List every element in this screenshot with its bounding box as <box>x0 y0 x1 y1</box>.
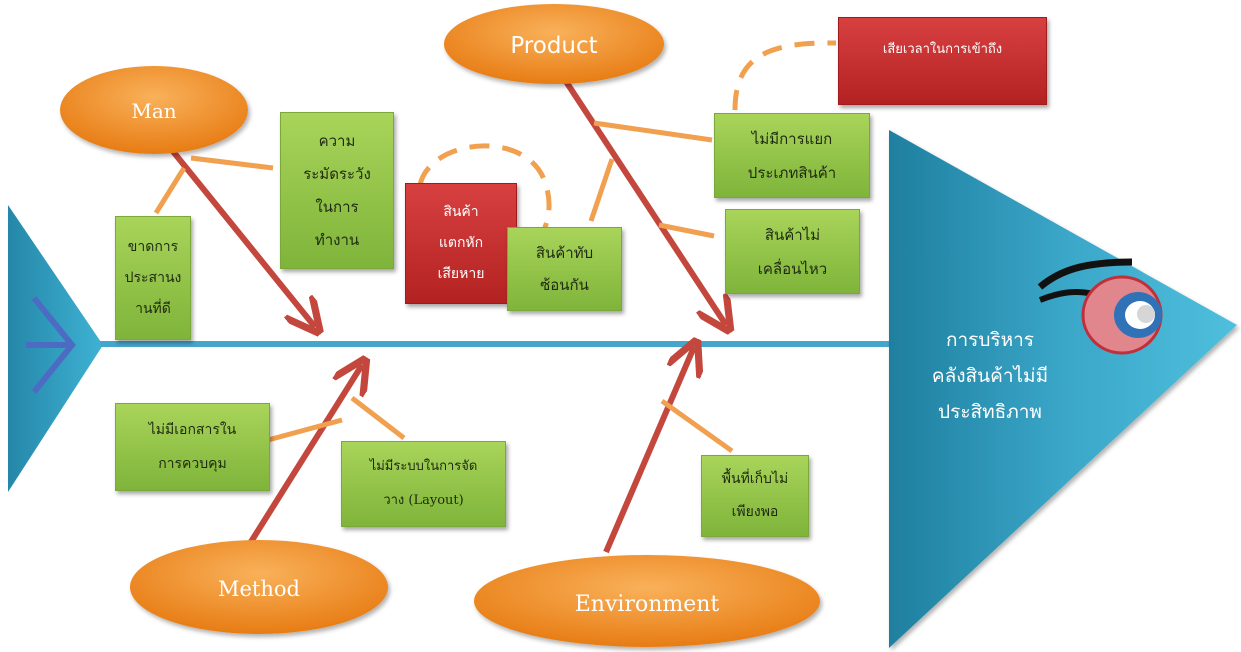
cause-label: ขาดการ ประสานง านที่ดี <box>124 238 182 317</box>
cause-label: ความ ระมัดระวัง ในการ ทำงาน <box>303 131 371 249</box>
cause-label: พื้นที่เก็บไม่ เพียงพอ <box>721 471 789 520</box>
cause-connectors <box>153 120 734 454</box>
cause-label: ไม่มีระบบในการจัด วาง (Layout) <box>369 459 478 508</box>
cause-product-no-sorting: ไม่มีการแยก ประเภทสินค้า <box>714 113 870 198</box>
method-bone-arrow <box>229 365 362 574</box>
cause-method-no-layout: ไม่มีระบบในการจัด วาง (Layout) <box>341 441 506 527</box>
cause-label: สินค้าทับ ซ้อนกัน <box>535 244 594 294</box>
product-ellipse <box>444 4 664 84</box>
cause-label: เสียเวลาในการเข้าถึง <box>882 42 1003 57</box>
cause-man-carelessness: ความ ระมัดระวัง ในการ ทำงาน <box>280 112 394 269</box>
cause-product-time-waste: เสียเวลาในการเข้าถึง <box>838 17 1047 105</box>
cause-man-coordination: ขาดการ ประสานง านที่ดี <box>115 216 191 340</box>
cause-product-stacked: สินค้าทับ ซ้อนกัน <box>507 227 622 311</box>
eye-icon <box>1037 258 1163 355</box>
fish-tail <box>8 205 103 492</box>
environment-ellipse <box>474 555 820 647</box>
cause-environment-space: พื้นที่เก็บไม่ เพียงพอ <box>701 455 809 537</box>
man-ellipse <box>60 66 248 154</box>
dashed-connector-damaged <box>417 143 552 231</box>
method-ellipse <box>130 540 388 634</box>
man-bone-arrow <box>164 142 315 327</box>
cause-label: ไม่มีเอกสารใน การควบคุม <box>148 422 237 472</box>
cause-label: สินค้าไม่ เคลื่อนไหว <box>757 225 828 278</box>
cause-product-not-moving: สินค้าไม่ เคลื่อนไหว <box>725 209 860 294</box>
cause-method-no-documents: ไม่มีเอกสารใน การควบคุม <box>115 403 270 491</box>
environment-bone-arrow <box>603 347 694 554</box>
tail-chevron <box>31 296 76 394</box>
fish-head <box>889 130 1237 648</box>
product-bone-arrow <box>562 78 726 325</box>
cause-label: สินค้า แตกหัก เสียหาย <box>437 204 485 282</box>
cause-product-damaged: สินค้า แตกหัก เสียหาย <box>405 183 517 304</box>
problem-statement: การบริหาร คลังสินค้าไม่มี ประสิทธิภาพ <box>931 329 1049 423</box>
cause-label: ไม่มีการแยก ประเภทสินค้า <box>747 129 837 182</box>
dashed-connector-time <box>732 40 837 111</box>
